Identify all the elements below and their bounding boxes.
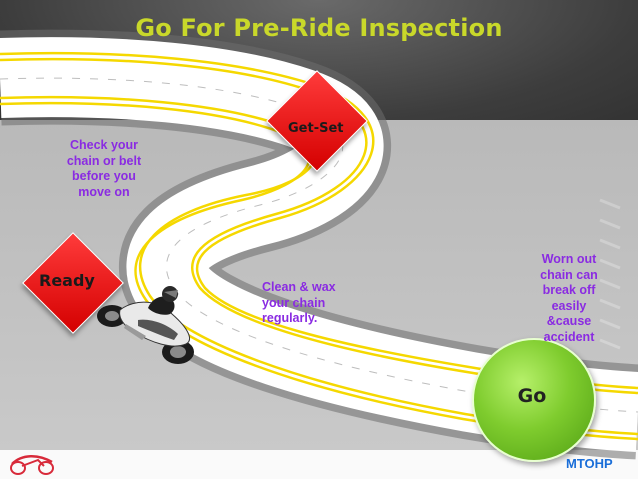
ready-marker: Ready (22, 232, 124, 334)
note-worn-out: Worn out chain can break off easily &cau… (540, 252, 598, 344)
slide-title: Go For Pre-Ride Inspection (135, 14, 503, 42)
note-clean-wax: Clean & wax your chain regularly. (262, 280, 336, 325)
get-set-marker: Get-Set (266, 70, 368, 172)
motorcycle-logo-icon (10, 455, 54, 475)
note-check-chain: Check your chain or belt before you move… (66, 138, 142, 199)
go-circle (472, 338, 596, 462)
ready-label: Ready (39, 271, 95, 290)
brand-label: MTOHP (566, 456, 613, 471)
go-label: Go (517, 385, 547, 407)
sport-motorcycle-rider-icon (97, 286, 194, 364)
get-set-label: Get-Set (288, 121, 344, 136)
